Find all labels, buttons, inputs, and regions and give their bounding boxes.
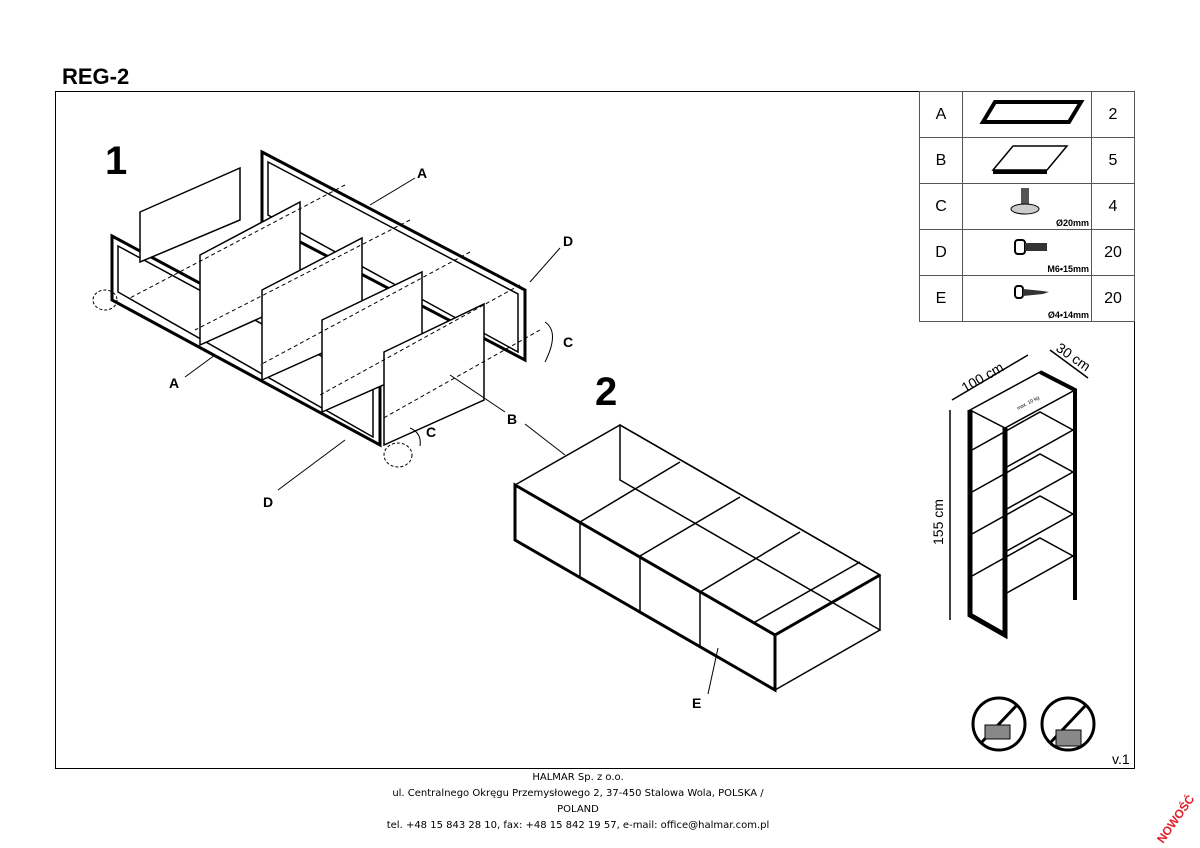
part-quantity: 20 — [1091, 275, 1135, 322]
company-address: ul. Centralnego Okręgu Przemysłowego 2, … — [392, 788, 764, 815]
table-row: C Ø20mm 4 — [919, 183, 1135, 230]
callout-c-bottom: C — [426, 424, 436, 440]
no-standing-warning-icon — [1040, 696, 1096, 752]
step-2-number: 2 — [595, 370, 617, 414]
part-quantity: 20 — [1091, 229, 1135, 276]
width-dimension: 100 cm — [959, 359, 1007, 396]
parts-list-table: A 2 B 5 C Ø20mm 4 D M6•15mm 20 E Ø4•14mm… — [919, 91, 1135, 322]
bolt-icon — [1014, 239, 1047, 255]
table-row: D M6•15mm 20 — [919, 229, 1135, 276]
step-1-diagram — [92, 149, 561, 491]
callout-d-bottom: D — [263, 494, 273, 510]
part-spec: Ø20mm — [1055, 218, 1089, 228]
callout-a-top: A — [417, 165, 427, 181]
company-contact: tel. +48 15 843 28 10, fax: +48 15 842 1… — [386, 820, 770, 831]
no-climbing-warning-icon — [971, 696, 1027, 752]
company-name: HALMAR Sp. z o.o. — [532, 772, 624, 783]
callout-b: B — [507, 411, 517, 427]
metal-frame-icon — [979, 100, 1085, 124]
part-quantity: 5 — [1091, 137, 1135, 184]
step-2-diagram — [513, 423, 882, 695]
part-letter: B — [919, 137, 963, 184]
table-row: E Ø4•14mm 20 — [919, 275, 1135, 322]
shelf-board-icon — [991, 145, 1069, 174]
version-label: v.1 — [1112, 751, 1130, 767]
callout-c-right: C — [563, 334, 573, 350]
product-title: REG-2 — [62, 64, 130, 89]
leveling-foot-icon — [1010, 188, 1040, 215]
height-dimension: 155 cm — [930, 499, 946, 545]
wood-screw-icon — [1014, 285, 1049, 299]
part-letter: C — [919, 183, 963, 230]
part-quantity: 2 — [1091, 91, 1135, 138]
part-letter: E — [919, 275, 963, 322]
callout-a-bottom: A — [169, 375, 179, 391]
part-letter: A — [919, 91, 963, 138]
step-1-number: 1 — [105, 139, 127, 183]
part-spec: M6•15mm — [1047, 264, 1089, 274]
dimensions-diagram — [949, 349, 1089, 640]
table-row: A 2 — [919, 91, 1135, 138]
table-row: B 5 — [919, 137, 1135, 184]
callout-e: E — [692, 695, 701, 711]
company-footer: HALMAR Sp. z o.o. ul. Centralnego Okręgu… — [378, 770, 778, 834]
instruction-frame — [55, 91, 1135, 769]
part-letter: D — [919, 229, 963, 276]
part-spec: Ø4•14mm — [1047, 310, 1089, 320]
callout-d-top: D — [563, 233, 573, 249]
part-quantity: 4 — [1091, 183, 1135, 230]
